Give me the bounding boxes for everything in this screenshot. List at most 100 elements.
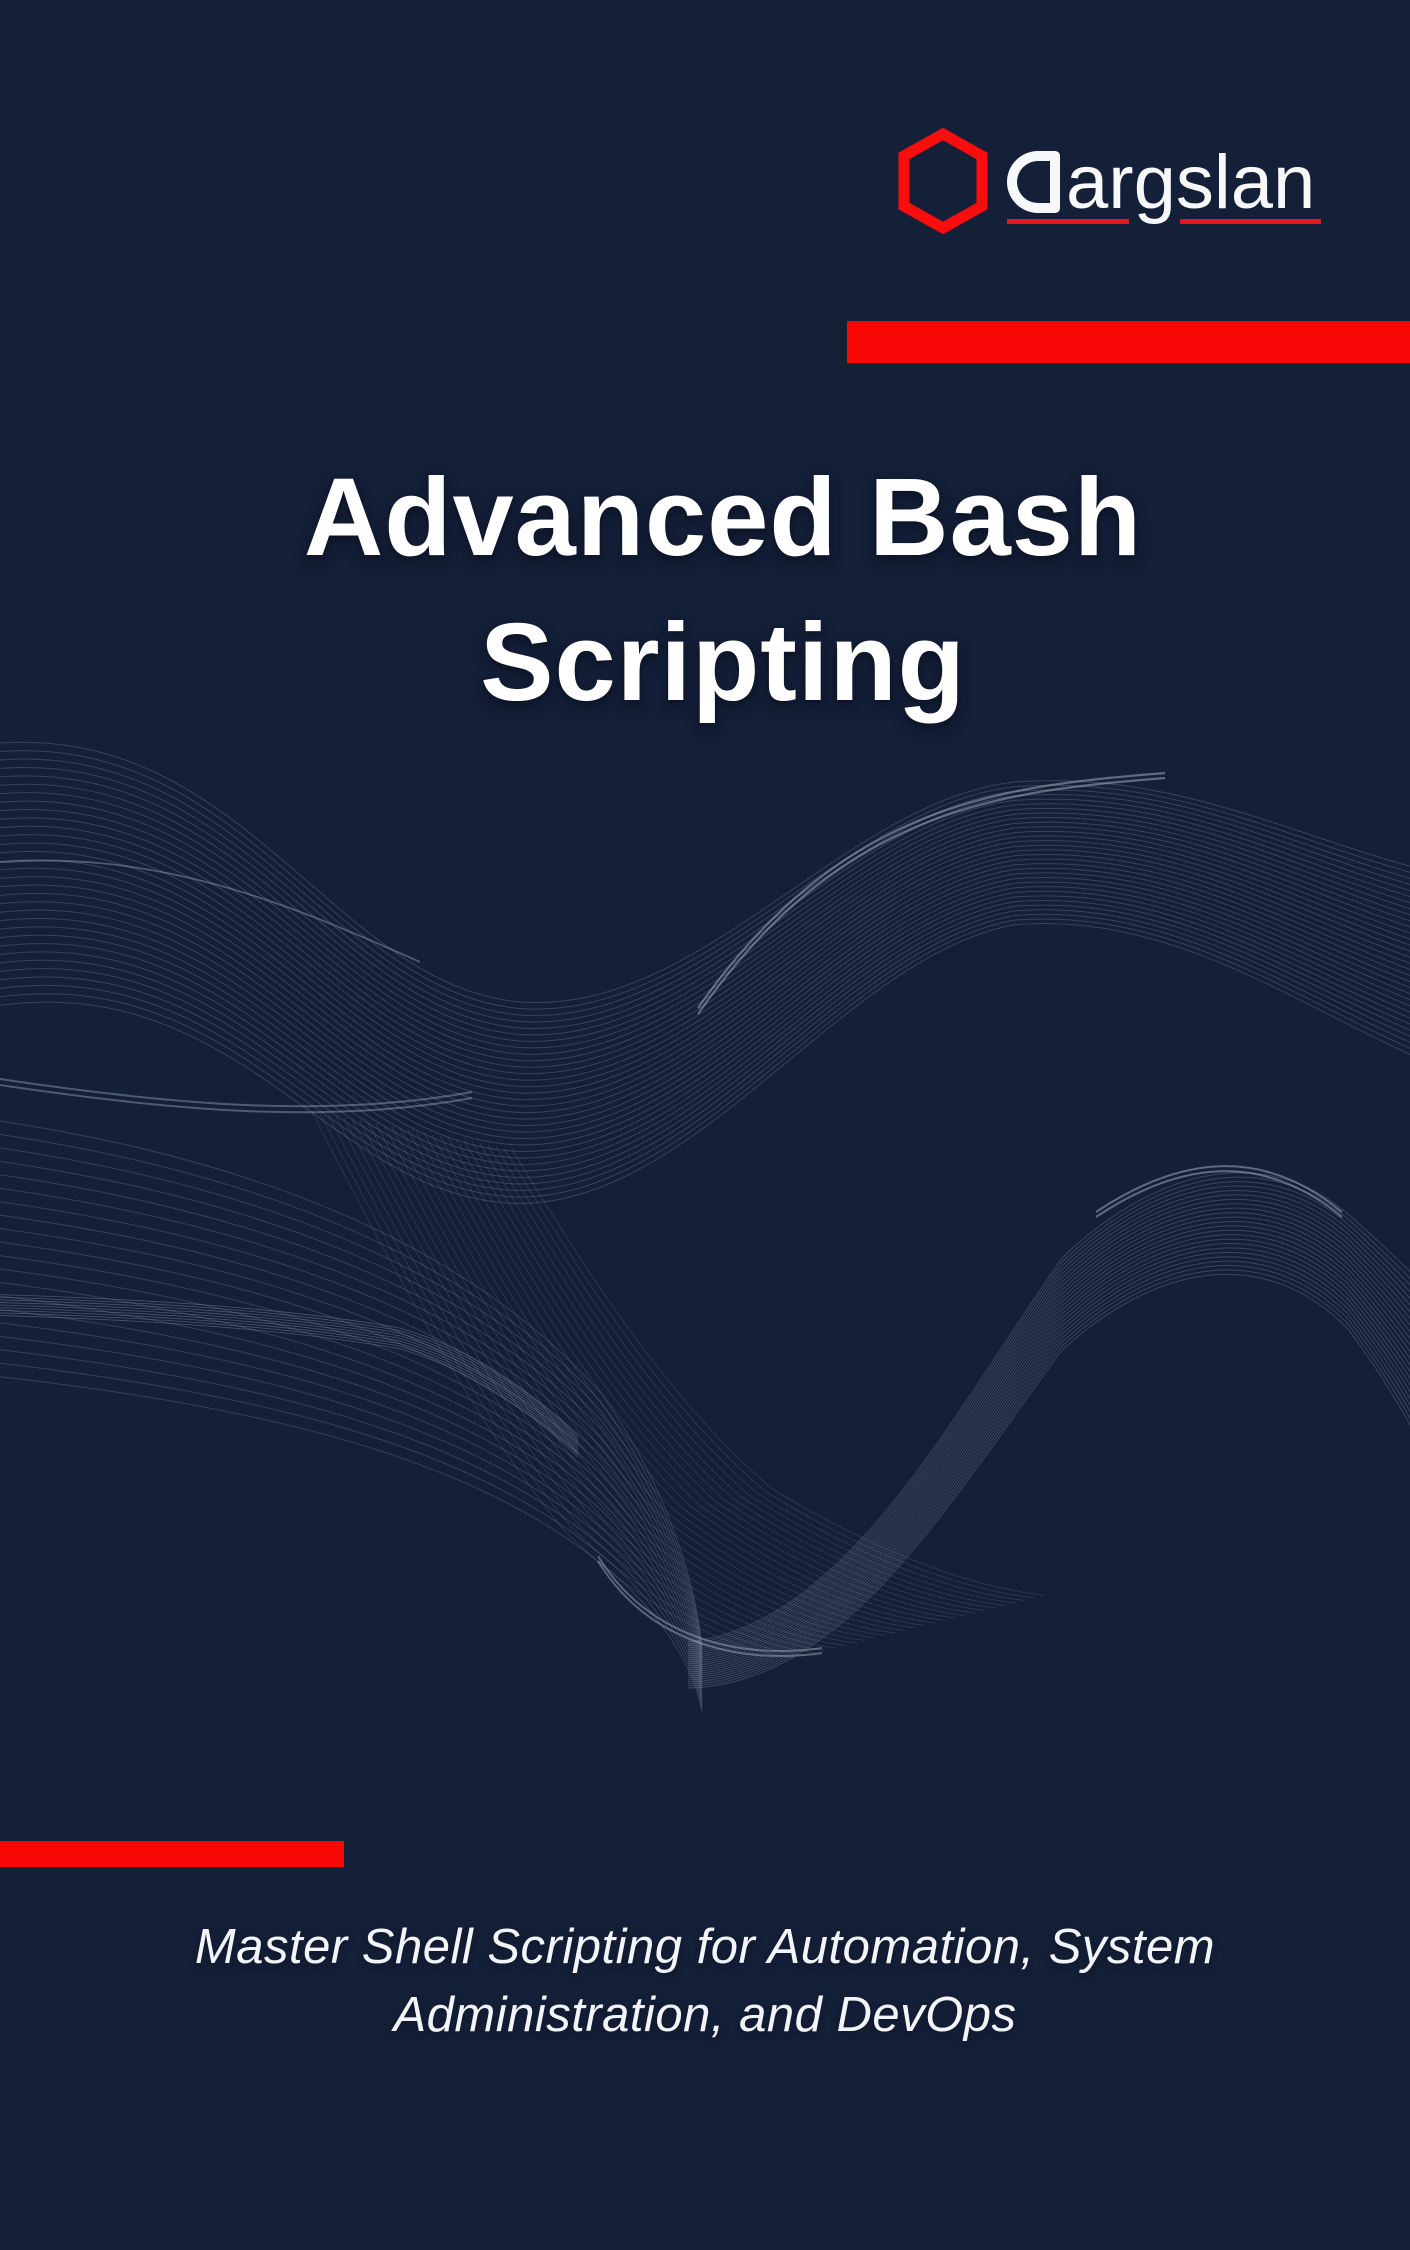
hexagon-icon	[898, 128, 988, 234]
wave-line	[0, 881, 1410, 1146]
brand-wordmark-text: argslan	[1066, 140, 1316, 225]
wave-line	[0, 1282, 703, 1689]
wave-line	[0, 867, 1410, 1127]
wave-line	[383, 1125, 886, 1636]
wave-line	[0, 849, 1410, 1101]
wave-line	[0, 775, 1410, 1029]
wave-line	[351, 1119, 846, 1646]
wave-line	[0, 886, 1410, 1153]
subtitle-line-2: Administration, and DevOps	[393, 1988, 1017, 2042]
wave-line	[0, 741, 1410, 1004]
wave-line	[0, 872, 1410, 1133]
wave-line	[0, 1241, 703, 1679]
wave-line	[687, 1212, 1410, 1661]
wave-line	[0, 1376, 703, 1713]
wave-line	[0, 792, 1410, 1042]
book-title: Advanced Bash Scripting	[0, 445, 1410, 735]
wave-line	[471, 1141, 996, 1609]
wave-line	[0, 877, 1410, 1140]
wave-line	[0, 783, 1410, 1036]
wave-line	[687, 1265, 1410, 1685]
wave-line	[335, 1116, 826, 1651]
footer-accent-bar	[0, 1841, 344, 1867]
wave-line	[697, 776, 1166, 1015]
wave-line	[0, 1299, 579, 1442]
wave-line	[687, 1269, 1410, 1687]
wave-line	[0, 750, 1410, 1010]
wave-line	[0, 1296, 579, 1439]
wave-line	[0, 835, 1410, 1081]
wave-line	[0, 767, 1410, 1023]
wave-line	[0, 758, 1410, 1016]
wave-line	[687, 1172, 1410, 1643]
wave-line	[0, 1304, 579, 1447]
wave-line	[0, 1309, 579, 1452]
brand-logo: argslan	[897, 128, 1327, 238]
wave-line	[0, 904, 1410, 1179]
wave-line	[463, 1140, 986, 1611]
wave-line	[367, 1122, 866, 1641]
wave-line	[0, 844, 1410, 1094]
wave-line	[0, 1302, 579, 1445]
wave-line	[0, 890, 1410, 1159]
wave-line	[687, 1207, 1410, 1659]
wave-line	[0, 1214, 703, 1672]
wave-line	[319, 1113, 806, 1656]
wave-line	[0, 1308, 703, 1696]
wave-line	[455, 1138, 976, 1614]
wave-line	[0, 808, 1410, 1055]
wave-line	[0, 1147, 703, 1655]
wave-line	[0, 1187, 703, 1666]
wave-line	[0, 863, 1410, 1120]
wave-line	[1095, 1170, 1343, 1218]
wave-line	[343, 1117, 836, 1649]
wave-line	[0, 1335, 703, 1703]
wave-line	[0, 1078, 473, 1108]
wave-line	[687, 1260, 1410, 1683]
wave-line	[0, 840, 1410, 1088]
wave-line	[687, 1229, 1410, 1669]
title-line-1: Advanced Bash	[303, 456, 1143, 579]
wave-line	[687, 1198, 1410, 1655]
wave-line	[0, 1120, 703, 1649]
wave-line	[503, 1147, 1036, 1599]
wave-line	[0, 1322, 703, 1700]
wave-line	[687, 1181, 1410, 1647]
wave-line	[687, 1220, 1410, 1665]
wave-line	[0, 1349, 703, 1706]
wave-line	[0, 1084, 473, 1114]
wave-line	[0, 1255, 703, 1683]
wave-line	[687, 1176, 1410, 1645]
wave-line	[0, 900, 1410, 1172]
wave-line	[687, 1251, 1410, 1679]
wave-line	[0, 1174, 703, 1662]
wave-line	[0, 858, 1410, 1114]
wave-line	[0, 1312, 579, 1455]
wave-line	[0, 895, 1410, 1166]
wave-line	[0, 854, 1410, 1107]
wave-line	[687, 1256, 1410, 1681]
wave-line	[0, 1294, 579, 1437]
brand-underline-left	[1007, 219, 1129, 224]
wave-line	[479, 1143, 1006, 1606]
wave-line	[359, 1120, 856, 1644]
wave-line	[687, 1194, 1410, 1653]
wave-line	[0, 923, 1410, 1205]
wave-line	[697, 771, 1166, 1009]
wave-line	[687, 1203, 1410, 1657]
wave-line	[0, 1268, 703, 1686]
wave-line	[0, 1133, 703, 1652]
brand-wordmark-initial-d-glyph	[1007, 151, 1060, 213]
wave-line	[0, 830, 1410, 1075]
wave-line	[0, 825, 1410, 1068]
wave-line	[399, 1128, 906, 1631]
wave-line	[511, 1149, 1046, 1596]
book-subtitle: Master Shell Scripting for Automation, S…	[0, 1913, 1410, 2049]
wave-line	[687, 1216, 1410, 1663]
wave-line	[0, 1228, 703, 1676]
wave-line	[415, 1131, 926, 1626]
wave-line	[375, 1123, 876, 1639]
header-accent-bar	[847, 321, 1410, 363]
